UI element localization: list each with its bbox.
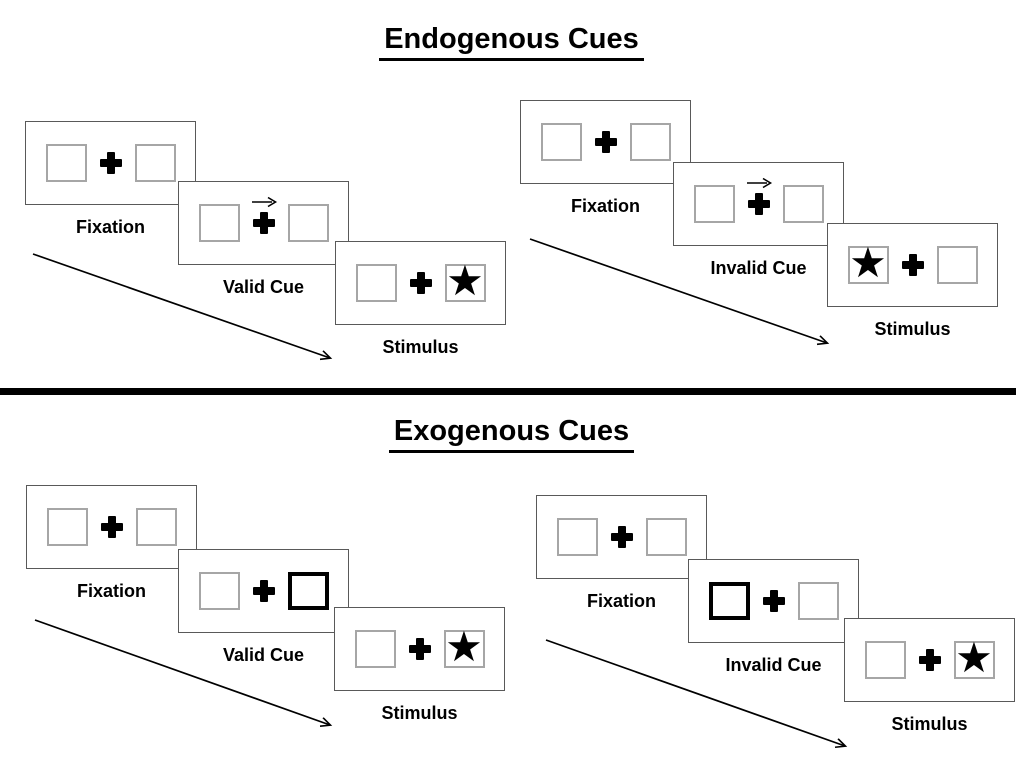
stimulus-panel: ★ <box>335 241 506 325</box>
panel-label: Stimulus <box>874 319 951 339</box>
left-placeholder-box <box>556 518 598 556</box>
left-placeholder-box <box>540 123 582 161</box>
section-title-endogenous: Endogenous Cues <box>0 23 1023 61</box>
fixation-cross-icon <box>611 526 633 548</box>
left-placeholder-box <box>198 204 240 242</box>
fixation-cross-icon <box>101 516 123 538</box>
left-placeholder-box <box>693 185 735 223</box>
left-placeholder-box <box>46 508 88 546</box>
left-placeholder-box <box>864 641 906 679</box>
fixation-cross-icon <box>409 638 431 660</box>
target-star-box: ★ <box>444 260 486 302</box>
section-title-exogenous: Exogenous Cues <box>0 415 1023 453</box>
fixation-panel <box>536 495 707 579</box>
fixation-panel <box>520 100 691 184</box>
fixation-cross-group <box>595 131 617 153</box>
target-star-icon: ★ <box>849 238 887 287</box>
time-sequence-arrow <box>32 253 330 358</box>
panel-label: Fixation <box>586 591 657 611</box>
panel-label: Stimulus <box>891 714 968 734</box>
section-title-text: Exogenous Cues <box>388 415 635 453</box>
valid-cue-panel <box>178 181 349 265</box>
fixation-cross-group <box>746 177 772 215</box>
right-placeholder-box <box>629 123 671 161</box>
left-placeholder-box <box>45 144 87 182</box>
panel-label: Invalid Cue <box>710 258 807 278</box>
cue-direction-arrow-icon <box>251 196 277 208</box>
fixation-cross-icon <box>748 193 770 215</box>
stimulus-panel: ★ <box>844 618 1015 702</box>
panel-label: Fixation <box>76 581 147 601</box>
fixation-cross-group <box>919 649 941 671</box>
time-sequence-arrow <box>545 639 845 746</box>
target-star-box: ★ <box>847 242 889 284</box>
fixation-cross-group <box>611 526 633 548</box>
right-placeholder-box <box>287 204 329 242</box>
fixation-cross-group <box>409 638 431 660</box>
section-title-text: Endogenous Cues <box>379 23 644 61</box>
target-star-icon: ★ <box>446 256 484 305</box>
panel-label: Valid Cue <box>222 277 305 297</box>
right-placeholder-box <box>645 518 687 556</box>
fixation-cross-group <box>100 152 122 174</box>
fixation-cross-group <box>902 254 924 276</box>
right-placeholder-box <box>135 508 177 546</box>
stimulus-panel: ★ <box>334 607 505 691</box>
fixation-panel <box>26 485 197 569</box>
fixation-cross-icon <box>763 590 785 612</box>
time-sequence-arrow <box>34 619 330 725</box>
target-star-box: ★ <box>953 637 995 679</box>
panel-label: Stimulus <box>381 703 458 723</box>
fixation-cross-group <box>101 516 123 538</box>
fixation-cross-icon <box>253 212 275 234</box>
cue-direction-arrow-icon <box>746 177 772 189</box>
invalid-cue-panel <box>673 162 844 246</box>
left-placeholder-box <box>354 630 396 668</box>
fixation-cross-icon <box>253 580 275 602</box>
right-placeholder-box <box>797 582 839 620</box>
fixation-panel <box>25 121 196 205</box>
fixation-cross-group <box>253 580 275 602</box>
target-star-icon: ★ <box>445 622 483 671</box>
fixation-cross-icon <box>410 272 432 294</box>
right-placeholder-box <box>936 246 978 284</box>
fixation-cross-icon <box>100 152 122 174</box>
fixation-cross-icon <box>902 254 924 276</box>
valid-cue-panel <box>178 549 349 633</box>
target-star-icon: ★ <box>955 633 993 682</box>
right-placeholder-box <box>134 144 176 182</box>
fixation-cross-group <box>251 196 277 234</box>
invalid-cue-panel <box>688 559 859 643</box>
right-placeholder-box <box>782 185 824 223</box>
panel-label: Invalid Cue <box>725 655 822 675</box>
left-placeholder-box <box>355 264 397 302</box>
stimulus-panel: ★ <box>827 223 998 307</box>
cue-highlight-box <box>287 572 329 610</box>
fixation-cross-group <box>763 590 785 612</box>
fixation-cross-group <box>410 272 432 294</box>
left-placeholder-box <box>198 572 240 610</box>
panel-label: Valid Cue <box>222 645 305 665</box>
fixation-cross-icon <box>919 649 941 671</box>
panel-label: Fixation <box>570 196 641 216</box>
cue-highlight-box <box>708 582 750 620</box>
section-divider <box>0 388 1016 395</box>
target-star-box: ★ <box>443 626 485 668</box>
panel-label: Stimulus <box>382 337 459 357</box>
panel-label: Fixation <box>75 217 146 237</box>
fixation-cross-icon <box>595 131 617 153</box>
time-sequence-arrow <box>529 238 827 343</box>
